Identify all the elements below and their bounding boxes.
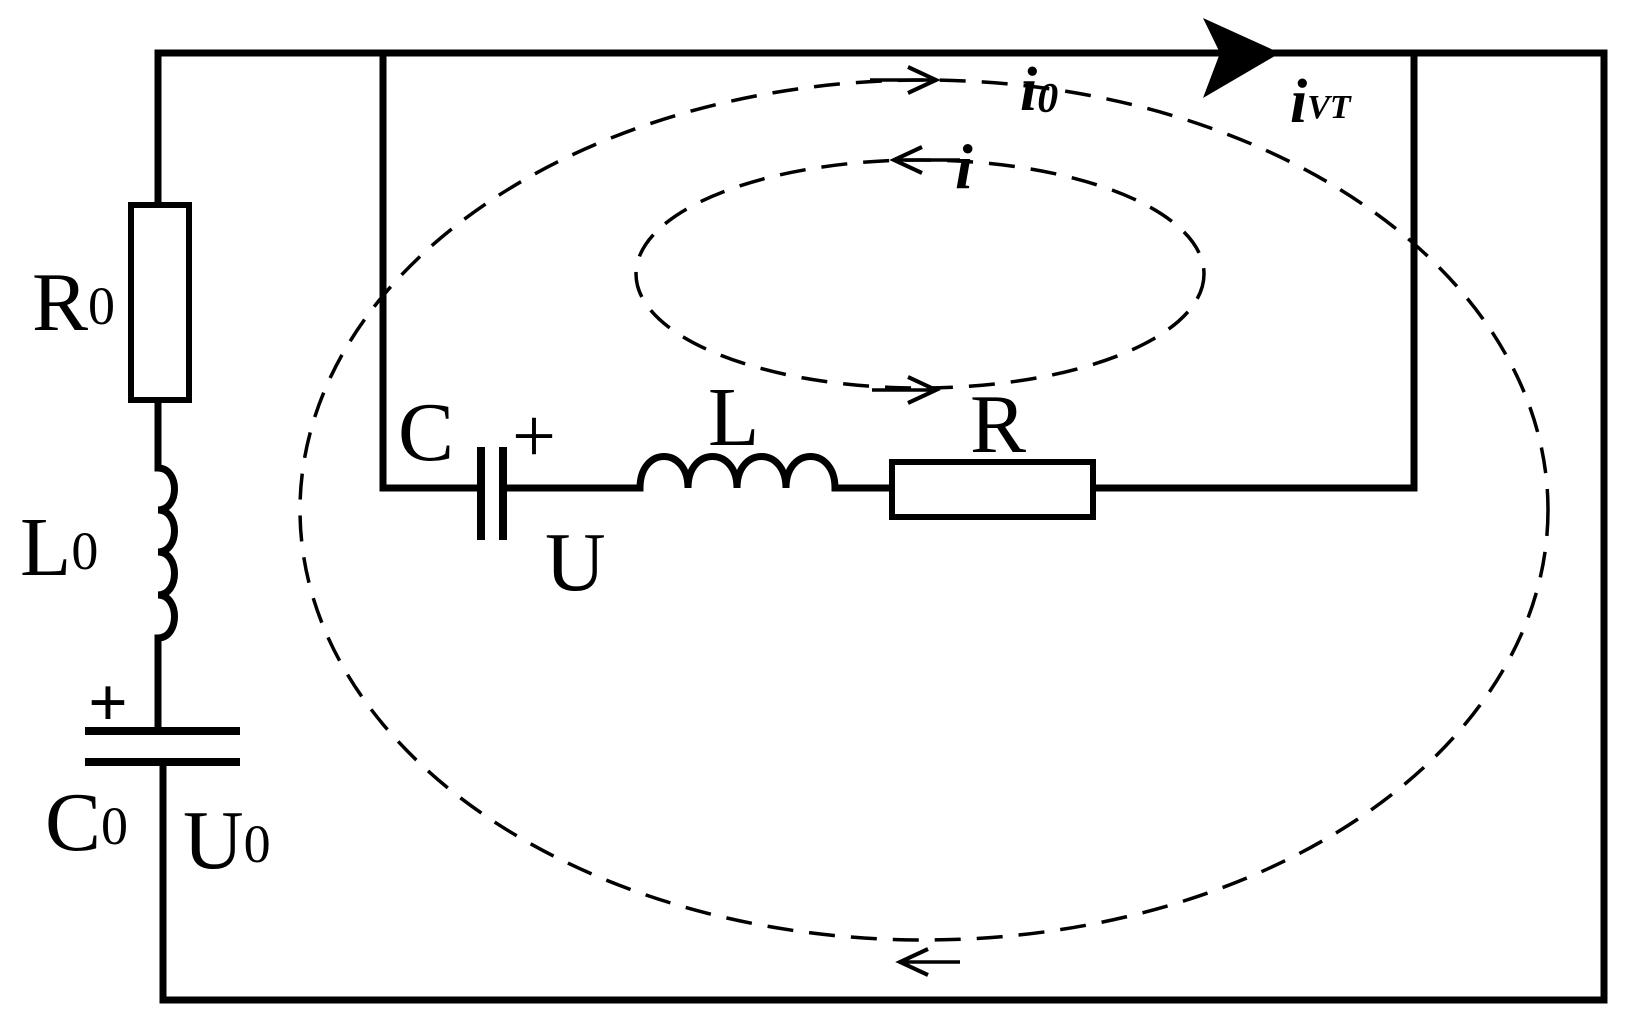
i-arrow-top-icon (889, 145, 960, 175)
resistor-r (889, 459, 1096, 520)
label-u: U (545, 516, 606, 609)
label-c-plus: + (512, 392, 556, 479)
inductor-l (636, 453, 839, 492)
inner-loop-wires (379, 49, 1418, 492)
label-c: C (398, 386, 454, 479)
outer-loop-wires (154, 49, 1608, 1004)
label-i: i (955, 131, 973, 202)
inner-current-loop (634, 158, 1206, 390)
capacitor-c (477, 447, 507, 540)
label-r: R (970, 378, 1026, 471)
outer-loop-bottom-arrow-icon (895, 947, 960, 977)
label-l0: L0 (20, 501, 98, 594)
label-l: L (708, 371, 759, 464)
label-r0: R0 (32, 256, 115, 349)
label-ivt: iVT (1290, 68, 1352, 136)
i0-arrow-icon (870, 65, 941, 95)
label-c0: C0 (45, 776, 128, 869)
label-c0-plus: + (88, 665, 128, 742)
i-arrow-bottom-icon (872, 375, 941, 405)
label-i0: i0 (1020, 56, 1058, 124)
resistor-r0 (128, 202, 192, 403)
inductor-l0 (154, 464, 178, 642)
label-u0: U0 (183, 794, 271, 887)
capacitor-c0 (85, 727, 240, 766)
outer-current-loop (298, 78, 1550, 942)
ivt-arrow-icon (1203, 18, 1280, 98)
